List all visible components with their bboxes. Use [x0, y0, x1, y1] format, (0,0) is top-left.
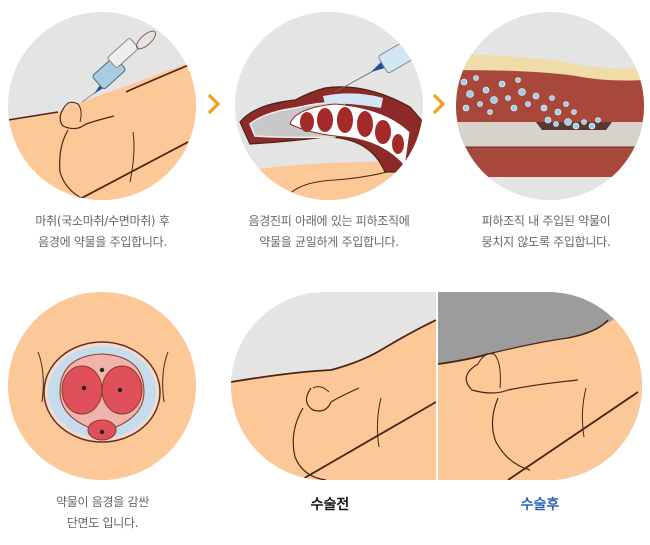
after-label: 수술후: [520, 497, 560, 513]
caption-line: 약물을 균일하게 주입합니다.: [259, 235, 399, 249]
caption-line: 음경에 약물을 주입합니다.: [38, 235, 167, 249]
step3-caption: 피하조직 내 주입된 약물이 뭉치지 않도록 주입합니다.: [442, 211, 650, 253]
step2-illustration: [235, 12, 423, 200]
step1-illustration: [8, 12, 196, 200]
step4-caption: 약물이 음경을 감싼 단면도 입니다.: [0, 492, 205, 534]
step3-illustration: [456, 12, 644, 200]
chevron-right-icon: [207, 93, 221, 115]
caption-line: 마취(국소마취/수면마취) 후: [35, 214, 170, 228]
chevron-right-icon: [432, 93, 446, 115]
cross-section-injection-image: [235, 12, 423, 200]
caption-line: 피하조직 내 주입된 약물이: [481, 214, 611, 228]
step1-caption: 마취(국소마취/수면마취) 후 음경에 약물을 주입합니다.: [0, 211, 205, 253]
before-illustration: [231, 292, 436, 480]
step4-illustration: [8, 292, 196, 480]
tissue-particles-image: [456, 12, 644, 200]
syringe-injection-image: [8, 12, 196, 200]
after-illustration: [438, 292, 642, 480]
before-label: 수술전: [310, 497, 350, 513]
caption-line: 단면도 입니다.: [66, 516, 139, 530]
before-after-comparison: [231, 292, 642, 480]
step2-caption: 음경진피 아래에 있는 피하조직에 약물을 균일하게 주입합니다.: [218, 211, 440, 253]
caption-line: 음경진피 아래에 있는 피하조직에: [248, 214, 410, 228]
caption-line: 약물이 음경을 감싼: [56, 495, 149, 509]
caption-line: 뭉치지 않도록 주입합니다.: [481, 235, 611, 249]
transverse-cross-section-image: [8, 292, 196, 480]
